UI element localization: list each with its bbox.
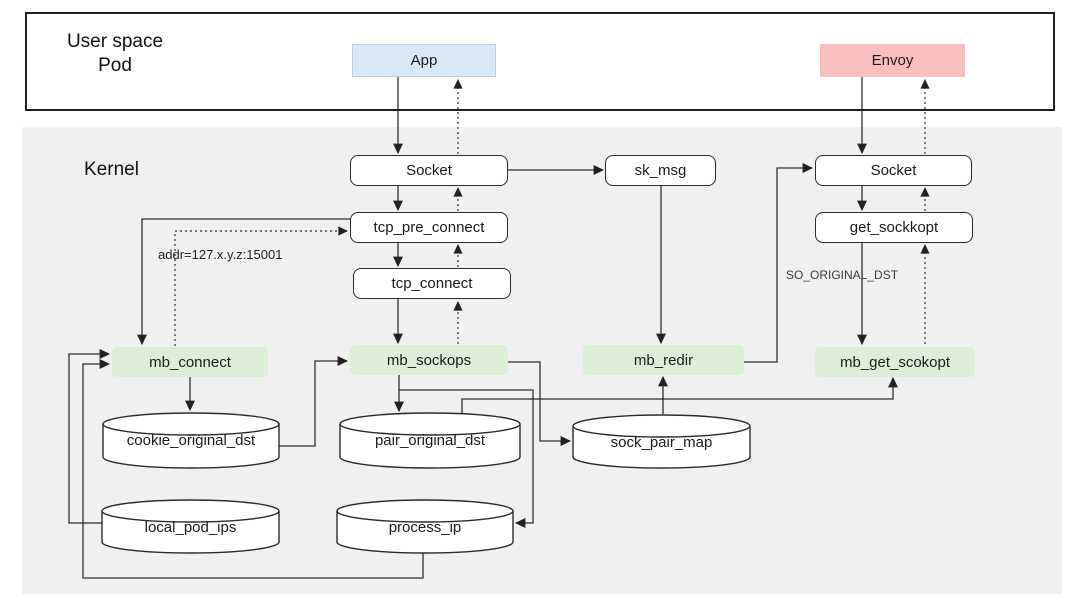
edge-mbconnect-to-tcppreconnect-addr bbox=[174, 226, 349, 346]
node-mb-get-scokopt: mb_get_scokopt bbox=[815, 347, 975, 377]
node-mb-redir: mb_redir bbox=[583, 345, 744, 375]
cookie-original-dst-cylinder bbox=[102, 424, 280, 469]
edge-processip-to-mbconnect bbox=[82, 359, 424, 579]
edge-mbsockops-to-processip bbox=[399, 389, 534, 528]
node-get-sockkopt: get_sockkopt bbox=[815, 212, 973, 243]
edge-tcppreconnect-to-mbconnect bbox=[137, 218, 350, 346]
map-process-ip: process_ip bbox=[388, 519, 462, 536]
edge-localpodips-to-mbconnect bbox=[68, 349, 111, 524]
edge-mbsockops-to-sockpairmap bbox=[508, 361, 572, 446]
node-socket-left: Socket bbox=[350, 155, 508, 186]
local-pod-ips-cylinder bbox=[101, 511, 280, 554]
sock-pair-map-cylinder bbox=[572, 426, 751, 469]
edge-label-addr: addr=127.x.y.z:15001 bbox=[158, 247, 283, 262]
process-ip-cylinder-top bbox=[336, 499, 514, 523]
node-sk-msg: sk_msg bbox=[605, 155, 716, 186]
map-cookie-original-dst: cookie_original_dst bbox=[126, 432, 256, 449]
map-pair-original-dst: pair_original_dst bbox=[374, 432, 486, 449]
edge-mbredir-to-socketright bbox=[744, 163, 814, 363]
map-sock-pair-map: sock_pair_map bbox=[610, 434, 713, 451]
dotted-edges bbox=[174, 78, 930, 346]
local-pod-ips-cylinder-top bbox=[101, 499, 280, 523]
node-tcp-pre-connect: tcp_pre_connect bbox=[350, 212, 508, 243]
cookie-original-dst-cylinder-top bbox=[102, 412, 280, 436]
pair-original-dst-cylinder-top bbox=[339, 412, 521, 436]
edge-pairoriginaldst-to-mbgetscokopt bbox=[461, 376, 898, 413]
map-cylinders bbox=[101, 412, 751, 554]
map-local-pod-ips: local_pod_ips bbox=[144, 519, 237, 536]
sock-pair-map-cylinder-top bbox=[572, 414, 751, 438]
pair-original-dst-cylinder bbox=[339, 424, 521, 469]
kernel-label: Kernel bbox=[84, 159, 139, 180]
node-mb-sockops: mb_sockops bbox=[350, 345, 508, 375]
userspace-label-line1: User space bbox=[66, 31, 164, 52]
node-mb-connect: mb_connect bbox=[112, 347, 268, 377]
node-tcp-connect: tcp_connect bbox=[353, 268, 511, 299]
node-app: App bbox=[352, 44, 496, 77]
edge-cookieoriginaldst-to-mbsockops bbox=[279, 356, 349, 447]
edge-label-so-original-dst: SO_ORIGINAL_DST bbox=[786, 268, 899, 282]
process-ip-cylinder bbox=[336, 511, 514, 554]
node-socket-right: Socket bbox=[815, 155, 972, 186]
userspace-label: User space Pod bbox=[40, 30, 190, 78]
node-envoy: Envoy bbox=[820, 44, 965, 77]
solid-edges bbox=[68, 77, 898, 579]
userspace-label-line2: Pod bbox=[98, 55, 132, 76]
